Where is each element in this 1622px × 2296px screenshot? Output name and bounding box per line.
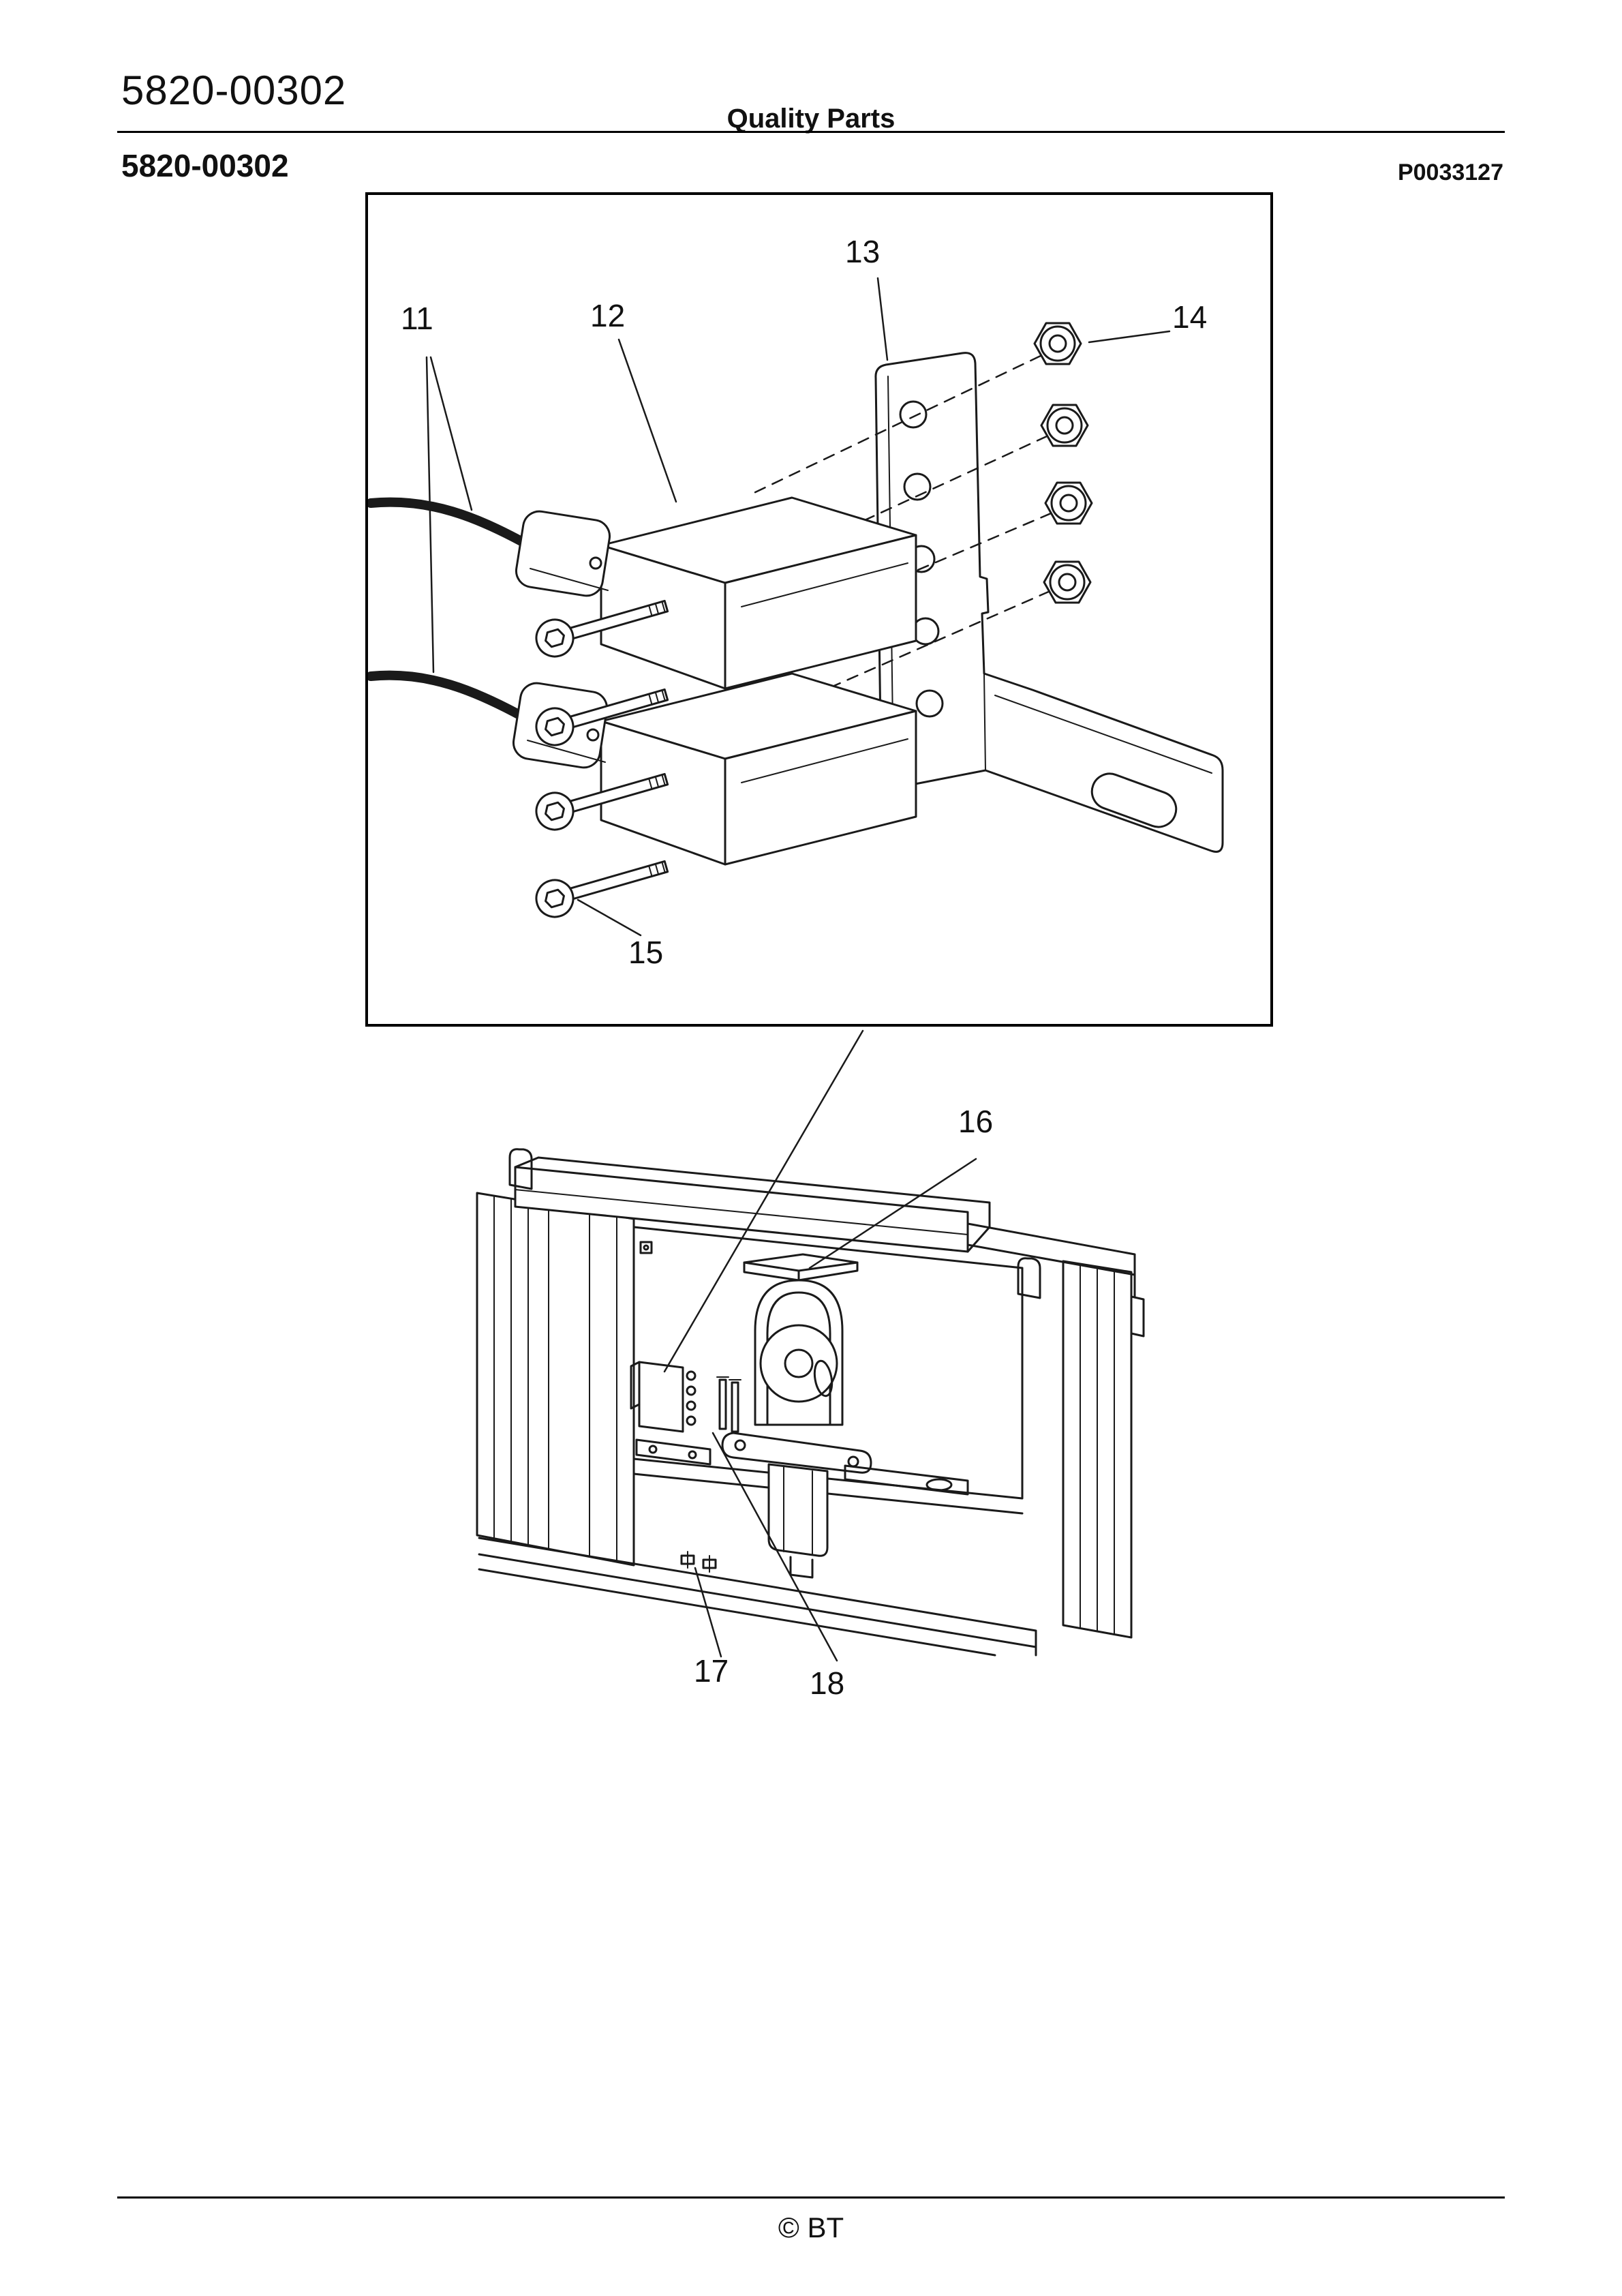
back-panel [632,1226,1024,1515]
photo-reference: P0033127 [1397,160,1503,185]
callout-18: 18 [810,1665,845,1701]
nut-2 [1040,404,1089,447]
valve-blocks [600,496,917,866]
callout-13: 13 [845,234,881,269]
callout-15: 15 [628,935,664,970]
detail-connector-line [663,1029,864,1373]
nut-1 [1033,322,1082,365]
valve-mount [630,1361,741,1466]
callout-14: 14 [1172,299,1208,335]
footer-copyright: © BT [778,2211,844,2244]
callout-17: 17 [694,1653,729,1689]
bottom-leader-lines [694,1158,977,1662]
footer-divider [117,2196,1505,2199]
exploded-view-box: 11 12 13 14 15 [365,192,1273,1027]
figure-code: 5820-00302 [121,148,289,183]
callout-16: 16 [958,1104,994,1139]
cables [368,497,534,723]
callout-12: 12 [590,298,626,333]
nut-3 [1044,481,1093,525]
header-divider [117,131,1505,133]
nut-4 [1043,560,1092,604]
exploded-view-drawing [368,277,1224,937]
right-frame-channel [1062,1260,1145,1639]
mounting-bracket [874,352,1224,853]
nuts [1033,322,1093,604]
frame-bolts [680,1551,717,1573]
page-code: 5820-00302 [121,67,347,113]
top-leader-lines [425,277,1171,937]
left-frame-panel [476,1192,635,1567]
top-rail [508,1148,1136,1299]
callout-11: 11 [401,301,433,336]
pump-unit [721,1253,969,1579]
page-title: Quality Parts [726,104,896,134]
bottom-frame [478,1537,1037,1657]
